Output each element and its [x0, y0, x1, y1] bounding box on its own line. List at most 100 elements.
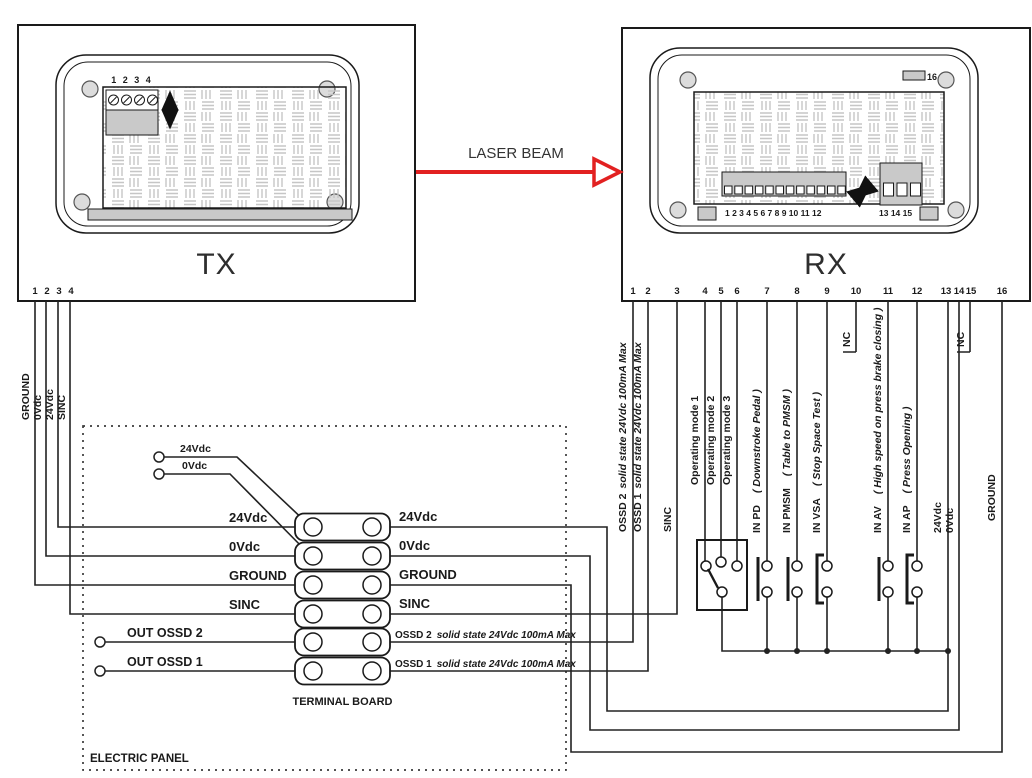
rx-pin-15: 15	[965, 286, 977, 297]
rx-wire-label-6: Operating mode 3	[721, 395, 733, 485]
wire-rx4-6-modes	[704, 301, 738, 561]
tx-pin-3: 3	[56, 286, 62, 297]
junction-dots	[764, 648, 951, 654]
rx-wire-label-11: IN AV( High speed on press brake closing…	[872, 307, 884, 533]
supply-0vdc-label: 0Vdc	[182, 460, 208, 472]
tx-title: TX	[196, 248, 237, 281]
wire-tx4-sinc	[69, 301, 295, 615]
rx-wire-label-16: GROUND	[986, 474, 998, 521]
wire-rx2-ossd1	[390, 301, 649, 672]
rx-pin-3: 3	[674, 286, 680, 297]
rx-pin-10: 10	[850, 286, 862, 297]
laser-beam-arrow	[416, 156, 624, 188]
wire-rx10-nc	[843, 301, 857, 353]
rx-wire-label-4: Operating mode 1	[689, 395, 701, 485]
operating-mode-selector-switch	[696, 539, 748, 611]
switch-in-av	[877, 557, 894, 601]
rx-pin-12: 12	[911, 286, 923, 297]
rx-pin-5: 5	[718, 286, 724, 297]
rx-terminal-strip-12	[721, 171, 847, 197]
rx-wire-label-13: 24Vdc	[932, 502, 944, 533]
tx-terminal-block	[105, 89, 159, 136]
rx-pin-16: 16	[996, 286, 1008, 297]
electric-panel-caption: ELECTRIC PANEL	[90, 753, 189, 765]
tx-wire-label-ground: GROUND	[20, 373, 32, 420]
rx-wire-label-3: SINC	[662, 506, 674, 532]
rx-strip-numbers: 1 2 3 4 5 6 7 8 9 10 11 12	[725, 208, 822, 218]
tb-left-ground: GROUND	[229, 568, 287, 583]
tb-right-0vdc: 0Vdc	[399, 538, 431, 553]
tx-wire-label-24vdc: 24Vdc	[44, 389, 56, 420]
tx-pin-1: 1	[32, 286, 38, 297]
rx-pin-2: 2	[645, 286, 651, 297]
wire-tx1-ground	[34, 301, 295, 586]
terminal-board-caption: TERMINAL BOARD	[292, 696, 393, 708]
tx-pin-4: 4	[68, 286, 74, 297]
tx-pin-2: 2	[44, 286, 50, 297]
tb-left-0vdc: 0Vdc	[229, 539, 261, 554]
rx-title: RX	[804, 248, 848, 281]
rx-pin-11: 11	[882, 286, 894, 297]
tx-block-numbers: 1 2 3 4	[111, 75, 153, 85]
wire-rx13-24vdc	[390, 301, 949, 712]
rx-pin-1: 1	[630, 286, 636, 297]
wires	[34, 301, 1003, 753]
rx-connector16-label: 16	[927, 72, 938, 82]
wire-rx16-ground	[390, 301, 1003, 753]
wire-tx2-0vdc	[45, 301, 295, 557]
tx-bottom-bar	[87, 208, 353, 221]
tb-right-sinc: SINC	[399, 596, 431, 611]
tb-left-out-ossd1: OUT OSSD 1	[127, 655, 203, 669]
rx-pin-4: 4	[702, 286, 708, 297]
rx-wire-label-10: NC	[841, 331, 853, 347]
rx-terminal-strip-3	[879, 162, 923, 206]
tb-left-24vdc: 24Vdc	[229, 510, 268, 525]
laser-beam-label: LASER BEAM	[468, 145, 564, 162]
rx-pin-7: 7	[764, 286, 770, 297]
rx-wire-label-9: IN VSA( Stop Space Test )	[811, 391, 823, 533]
wire-switch-common-bus	[721, 597, 948, 652]
rx-wire-label-2: OSSD 1solid state 24Vdc 100mA Max	[632, 342, 644, 532]
rx-wire-label-1: OSSD 2solid state 24Vdc 100mA Max	[617, 342, 629, 532]
rx-wire-label-7: IN PD( Downstroke Pedal )	[751, 389, 763, 533]
rx-wire-label-8: IN PMSM( Table to PMSM )	[781, 388, 793, 533]
terminal-board	[294, 512, 391, 686]
switch-in-pmsm	[786, 557, 803, 601]
switch-in-vsa	[815, 553, 833, 605]
tb-left-out-ossd2: OUT OSSD 2	[127, 626, 203, 640]
tx-wire-label-0vdc: 0Vdc	[32, 394, 44, 420]
tb-right-ground: GROUND	[399, 567, 457, 582]
tx-device	[17, 24, 416, 302]
rx-pin-14: 14	[953, 286, 965, 297]
wire-tx3-24vdc	[57, 301, 295, 528]
rx-pin-9: 9	[824, 286, 830, 297]
input-switches	[756, 553, 923, 605]
external-terminals	[94, 451, 165, 677]
wire-supply-0vdc	[164, 473, 310, 555]
rx-adjust-arrow-icon	[846, 175, 879, 208]
rx-corner-screws	[669, 71, 965, 219]
wire-rx3-sinc	[390, 301, 678, 615]
tx-wire-label-sinc: SINC	[56, 394, 68, 420]
wire-rx15-nc	[957, 301, 971, 353]
tb-right-24vdc: 24Vdc	[399, 509, 438, 524]
rx-wire-label-15: NC	[955, 331, 967, 347]
rx-device	[621, 27, 1031, 302]
rx-wire-label-12: IN AP( Press Opening )	[901, 406, 913, 533]
switch-in-ap	[905, 553, 923, 605]
rx-wire-label-14: 0Vdc	[944, 507, 956, 533]
wire-rx14-0vdc	[390, 301, 960, 731]
wire-supply-24vdc	[164, 456, 310, 526]
rx-pin-8: 8	[794, 286, 800, 297]
rx-pin-13: 13	[940, 286, 952, 297]
rx-pin-6: 6	[734, 286, 740, 297]
rx-strip2-numbers: 13 14 15	[879, 208, 913, 218]
rx-connector-16	[902, 70, 926, 81]
tb-left-sinc: SINC	[229, 597, 261, 612]
wire-rx1-ossd2	[390, 301, 634, 643]
rx-wire-label-5: Operating mode 2	[705, 395, 717, 485]
